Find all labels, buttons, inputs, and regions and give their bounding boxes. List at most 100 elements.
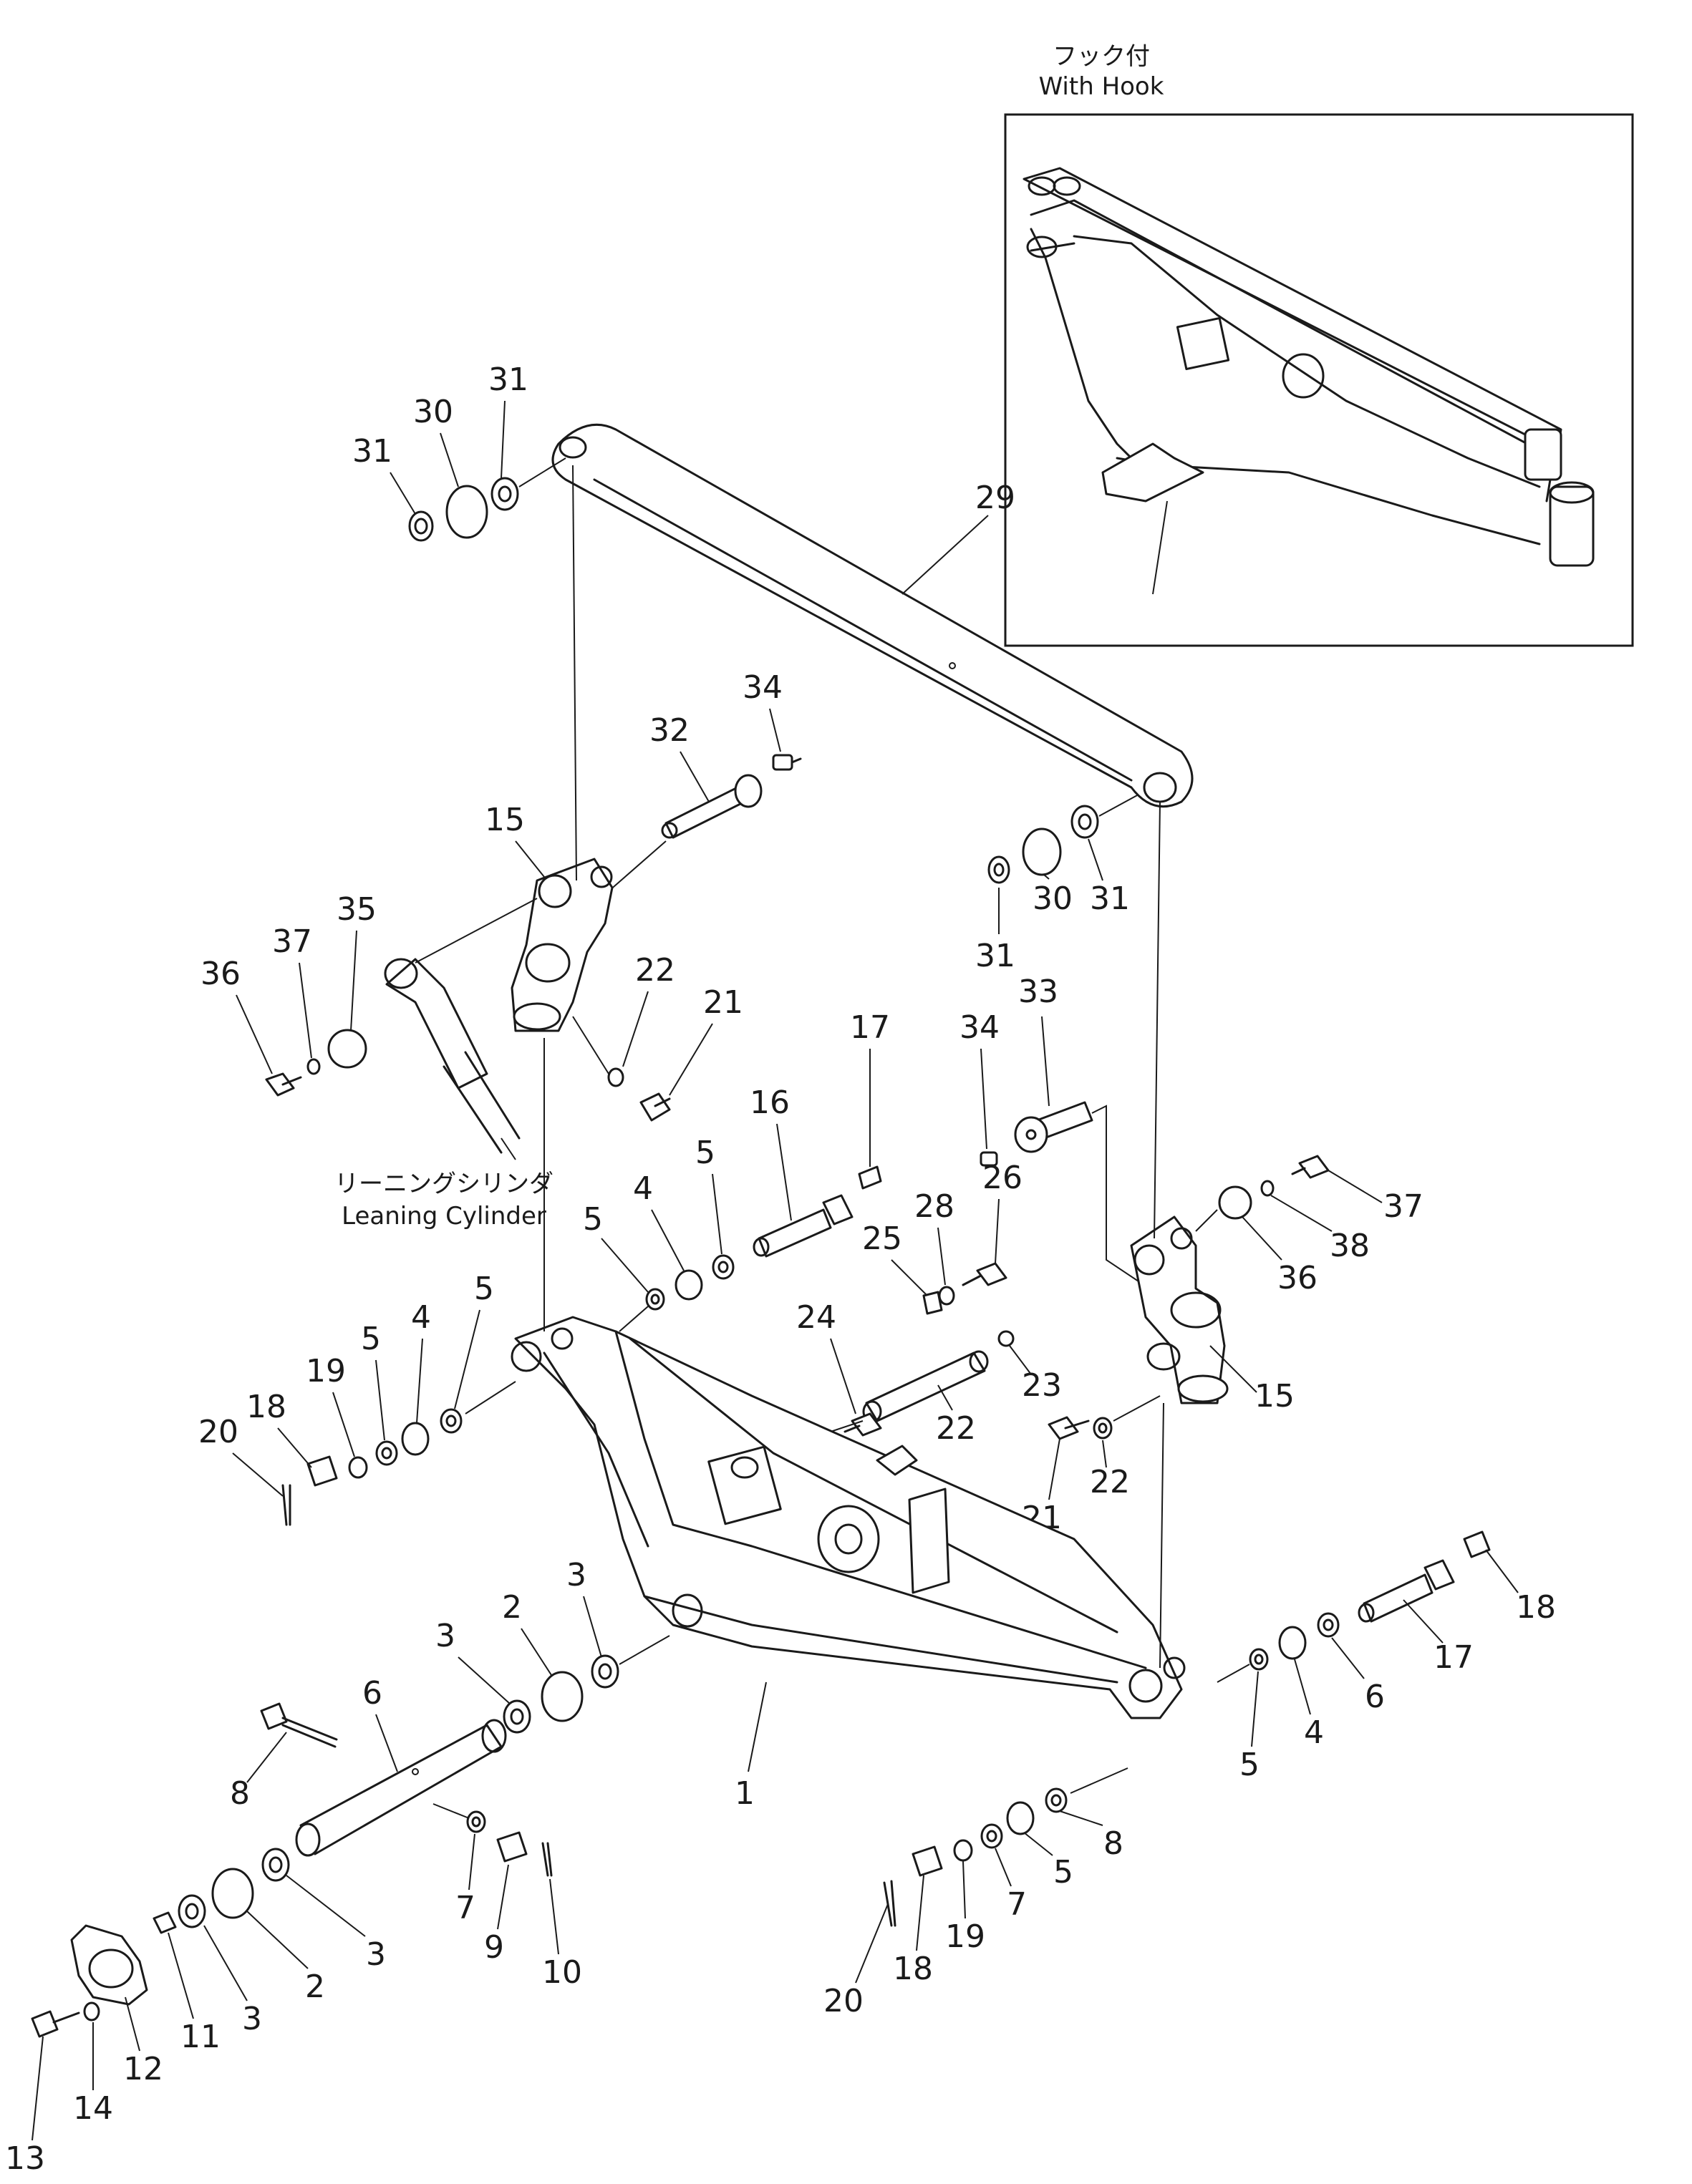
callout-23: 22 bbox=[936, 1410, 976, 1447]
pin-33 bbox=[980, 1101, 1139, 1282]
lower-shaft-washer-nut bbox=[432, 1803, 553, 1877]
callout-8: 8 bbox=[230, 1775, 250, 1812]
callout-19-a: 19 bbox=[306, 1353, 346, 1389]
callout-11: 10 bbox=[542, 1954, 582, 1991]
callout-31-a: 31 bbox=[352, 433, 392, 470]
inset-caption-en: With Hook bbox=[1039, 72, 1164, 101]
bolt-27-ring-28-plate-26 bbox=[922, 1262, 1007, 1315]
callout-34-a: 34 bbox=[743, 669, 783, 706]
callout-4-a: 4 bbox=[633, 1170, 653, 1207]
callout-7: 11 bbox=[180, 2019, 221, 2055]
callout-15-a: 15 bbox=[485, 802, 525, 838]
main-shaft-6 bbox=[295, 1719, 507, 1857]
callout-17-a: 17 bbox=[850, 1009, 890, 1046]
left-cylinder-bolt-set bbox=[265, 1029, 367, 1097]
callout-4-d: 5 bbox=[1053, 1854, 1073, 1891]
lower-right-pin-assembly bbox=[883, 1767, 1128, 1927]
callout-20-b: 20 bbox=[823, 1983, 864, 2019]
callout-3-c: 3 bbox=[242, 2001, 262, 2037]
left-bracket-15 bbox=[511, 858, 614, 1032]
callout-37-a: 37 bbox=[272, 923, 312, 960]
callout-24: 23 bbox=[1022, 1367, 1062, 1404]
upper-pin-group bbox=[619, 1165, 882, 1332]
callout-37-b: 38 bbox=[1330, 1228, 1370, 1264]
cylinder-caption-jp: リーニングシリンダ bbox=[334, 1170, 553, 1198]
inset-caption-jp: フック付 bbox=[1053, 42, 1150, 71]
pin-23 bbox=[808, 1330, 1015, 1440]
hooked-frame-drawing bbox=[1023, 167, 1595, 567]
callout-19-b: 19 bbox=[945, 1918, 985, 1955]
callout-2-a: 2 bbox=[502, 1589, 522, 1626]
right-pin-group bbox=[1217, 1530, 1491, 1683]
callout-36-b: 37 bbox=[1383, 1188, 1423, 1225]
callout-4-c: 4 bbox=[1304, 1714, 1324, 1751]
callout-22-a: 22 bbox=[635, 952, 675, 989]
callout-35-b: 36 bbox=[1277, 1260, 1318, 1296]
callout-32: 32 bbox=[649, 712, 690, 749]
callout-13: 13 bbox=[5, 2140, 45, 2177]
callout-16-a: 16 bbox=[750, 1084, 790, 1121]
bolt-8 bbox=[260, 1702, 338, 1748]
inset-frame bbox=[1004, 113, 1634, 647]
lower-shaft-bushings bbox=[178, 1848, 290, 1928]
main-frame bbox=[511, 1316, 1186, 1719]
callout-28: 28 bbox=[914, 1188, 954, 1225]
callout-35-a: 35 bbox=[337, 891, 377, 928]
callout-9: 9 bbox=[484, 1929, 504, 1966]
callout-30-a: 30 bbox=[413, 394, 453, 430]
upper-shaft-bushings bbox=[503, 1635, 670, 1734]
guide-line-left-a bbox=[572, 465, 577, 881]
callout-5-f: 6 bbox=[1365, 1679, 1385, 1715]
callout-6: 6 bbox=[362, 1675, 382, 1712]
left-pin-assembly bbox=[281, 1381, 516, 1526]
callout-26: 25 bbox=[862, 1220, 902, 1257]
callout-31-c: 31 bbox=[975, 938, 1015, 974]
callout-12: 12 bbox=[123, 2051, 163, 2087]
callout-5-e: 5 bbox=[1239, 1747, 1260, 1783]
callout-15-b: 15 bbox=[1255, 1378, 1295, 1414]
callout-5-c: 5 bbox=[361, 1321, 381, 1357]
right-cylinder-bolt-set bbox=[1195, 1155, 1330, 1232]
callout-36-a: 36 bbox=[200, 956, 241, 992]
callout-14: 14 bbox=[73, 2090, 113, 2127]
right-bracket-15 bbox=[1130, 1215, 1229, 1404]
callout-31-b: 31 bbox=[488, 361, 528, 398]
callout-22-b: 22 bbox=[1090, 1464, 1130, 1500]
right-washer-bolt-22-21 bbox=[1048, 1395, 1161, 1440]
cylinder-caption-en: Leaning Cylinder bbox=[342, 1202, 546, 1231]
upper-left-bushings bbox=[408, 457, 566, 542]
callout-17-b: 18 bbox=[1516, 1589, 1556, 1626]
callout-5-g: 7 bbox=[1007, 1886, 1027, 1923]
callout-20-a: 20 bbox=[198, 1414, 238, 1450]
callout-30-b: 30 bbox=[1033, 880, 1073, 917]
callout-1: 1 bbox=[735, 1775, 755, 1812]
callout-3-b: 3 bbox=[566, 1557, 586, 1593]
guide-line-right-a bbox=[1154, 801, 1161, 1239]
callout-5-d: 5 bbox=[474, 1271, 494, 1307]
callout-3-d: 3 bbox=[366, 1936, 386, 1973]
left-washer-bolt-22-21 bbox=[572, 1016, 671, 1122]
upper-right-bushings bbox=[987, 794, 1139, 884]
callout-5-b: 5 bbox=[695, 1135, 715, 1171]
callout-25: 24 bbox=[796, 1299, 836, 1336]
pin-32 bbox=[661, 754, 802, 839]
guide-line-right-b bbox=[1159, 1402, 1164, 1669]
callout-34-b: 34 bbox=[959, 1009, 1000, 1046]
callout-21-a: 21 bbox=[703, 984, 743, 1021]
callout-3-a: 3 bbox=[435, 1618, 455, 1654]
callout-18-b: 18 bbox=[893, 1951, 933, 1987]
cover-plate-group bbox=[31, 1911, 177, 2038]
leaning-cylinder bbox=[384, 958, 521, 1160]
callout-5-h: 8 bbox=[1103, 1825, 1123, 1862]
callout-33: 33 bbox=[1018, 974, 1058, 1010]
callout-2-b: 2 bbox=[305, 1969, 325, 2005]
callout-10: 7 bbox=[455, 1890, 475, 1926]
callout-31-d: 31 bbox=[1090, 880, 1130, 917]
callout-5-a: 5 bbox=[583, 1201, 603, 1238]
callout-4-b: 4 bbox=[411, 1299, 431, 1336]
leaning-rod bbox=[551, 423, 1194, 808]
inset-with-hook: フック付 With Hook bbox=[1004, 42, 1634, 647]
callout-29: 29 bbox=[975, 480, 1015, 516]
callout-16-b: 17 bbox=[1434, 1639, 1474, 1676]
